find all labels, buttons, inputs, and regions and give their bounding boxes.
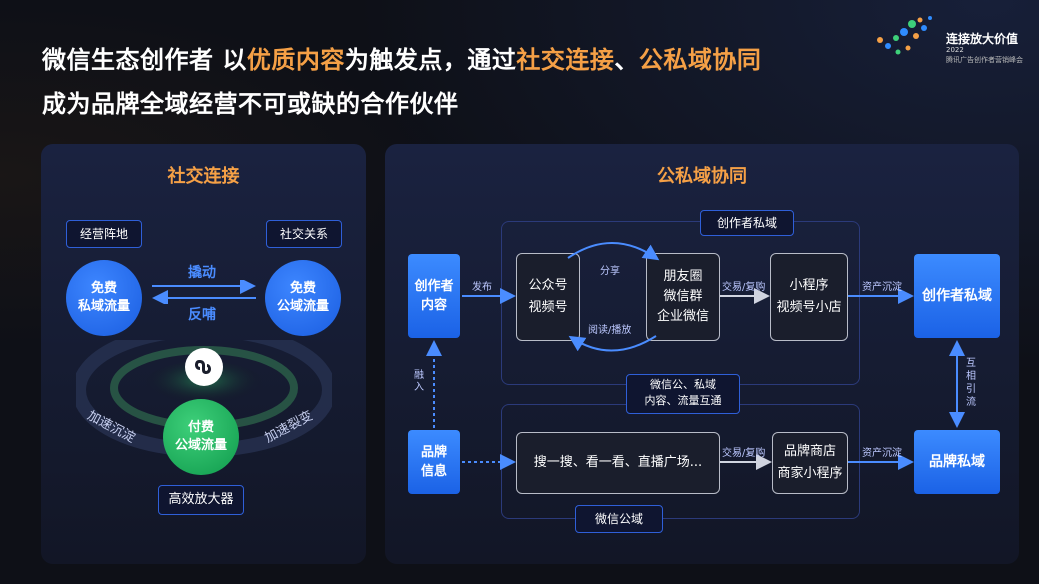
circle-label: 付费 公域流量 xyxy=(174,420,227,453)
flow-arrows-icon xyxy=(426,242,965,470)
merge-text: 融 入 xyxy=(414,370,424,393)
official-account-box: 公众号 视频号 xyxy=(516,253,580,341)
merge-label: 融 入 xyxy=(414,370,424,394)
social-connection-title: 社交连接 xyxy=(167,166,240,187)
creator-private-box: 创作者私域 xyxy=(914,254,1000,338)
wechat-public-frame-label: 微信公域 xyxy=(575,505,663,533)
tag-efficient-amplifier: 高效放大器 xyxy=(158,485,244,515)
mutual-text: 互 相 引 流 xyxy=(966,358,976,408)
circle-label: 免费 私域流量 xyxy=(77,281,130,314)
title-line-2: 成为品牌全域经营不可或缺的合作伙伴 xyxy=(42,90,459,118)
creator-content-box: 创作者 内容 xyxy=(408,254,460,338)
trade-repurchase-label-1: 交易/复购 xyxy=(722,282,766,293)
box-label: 品牌私域 xyxy=(929,453,985,470)
free-private-traffic-circle: 免费 私域流量 xyxy=(66,260,142,336)
share-label: 分享 xyxy=(600,266,620,277)
box-label: 创作者私域 xyxy=(922,287,992,304)
box-label: 小程序 视频号小店 xyxy=(776,278,842,315)
box-label: 公众号 视频号 xyxy=(528,278,568,315)
logo-subtitle: 腾讯广告创作者营销峰会 xyxy=(946,56,1023,64)
brand-private-box: 品牌私域 xyxy=(914,430,1000,494)
mini-program-box: 小程序 视频号小店 xyxy=(770,253,848,341)
title-text: 、 xyxy=(614,46,639,74)
interoperability-label: 微信公、私域 内容、流量互通 xyxy=(626,374,740,414)
title-highlight: 优质内容 xyxy=(246,46,345,74)
read-play-label: 阅读/播放 xyxy=(588,325,632,336)
logo-year: 2022 xyxy=(946,46,964,54)
title-text: 微信生态创作者 以 xyxy=(42,46,247,74)
trade-repurchase-label-2: 交易/复购 xyxy=(722,448,766,459)
publish-label: 发布 xyxy=(472,282,492,293)
box-label: 创作者 内容 xyxy=(414,279,454,313)
asset-deposit-label-2: 资产沉淀 xyxy=(862,448,902,459)
tag-business-base: 经营阵地 xyxy=(66,220,142,248)
asset-deposit-label-1: 资产沉淀 xyxy=(862,282,902,293)
box-label: 搜一搜、看一看、直播广场... xyxy=(533,455,703,470)
brand-store-box: 品牌商店 商家小程序 xyxy=(772,432,848,494)
brand-info-box: 品牌 信息 xyxy=(408,430,460,494)
page-title: 微信生态创作者 以优质内容为触发点，通过社交连接、公私域协同 成为品牌全域经营不… xyxy=(42,38,761,126)
box-label: 朋友圈 微信群 企业微信 xyxy=(656,269,709,324)
paid-public-traffic-circle: 付费 公域流量 xyxy=(163,399,239,475)
interoperability-text: 微信公、私域 内容、流量互通 xyxy=(644,378,722,407)
public-private-title: 公私域协同 xyxy=(657,166,747,187)
feedback-label: 反哺 xyxy=(188,307,216,323)
creator-private-frame-label: 创作者私域 xyxy=(700,210,794,236)
tag-social-relation: 社交关系 xyxy=(266,220,342,248)
mutual-traffic-label: 互 相 引 流 xyxy=(966,357,976,409)
logo-name: 连接放大价值 xyxy=(946,32,1019,46)
title-highlight: 社交连接 xyxy=(516,46,615,74)
event-logo-icon xyxy=(877,16,932,55)
leverage-arrows-icon xyxy=(152,280,256,304)
search-channels-box: 搜一搜、看一看、直播广场... xyxy=(516,432,720,494)
circle-label: 免费 公域流量 xyxy=(276,281,329,314)
moments-box: 朋友圈 微信群 企业微信 xyxy=(646,253,720,341)
title-text: 为触发点，通过 xyxy=(344,46,517,74)
mini-program-icon xyxy=(185,348,223,386)
free-public-traffic-circle: 免费 公域流量 xyxy=(265,260,341,336)
title-highlight: 公私域协同 xyxy=(638,46,762,74)
box-label: 品牌商店 商家小程序 xyxy=(777,444,843,481)
title-line-1: 微信生态创作者 以优质内容为触发点，通过社交连接、公私域协同 xyxy=(42,38,761,82)
box-label: 品牌 信息 xyxy=(420,445,447,479)
leverage-label: 撬动 xyxy=(188,265,216,281)
